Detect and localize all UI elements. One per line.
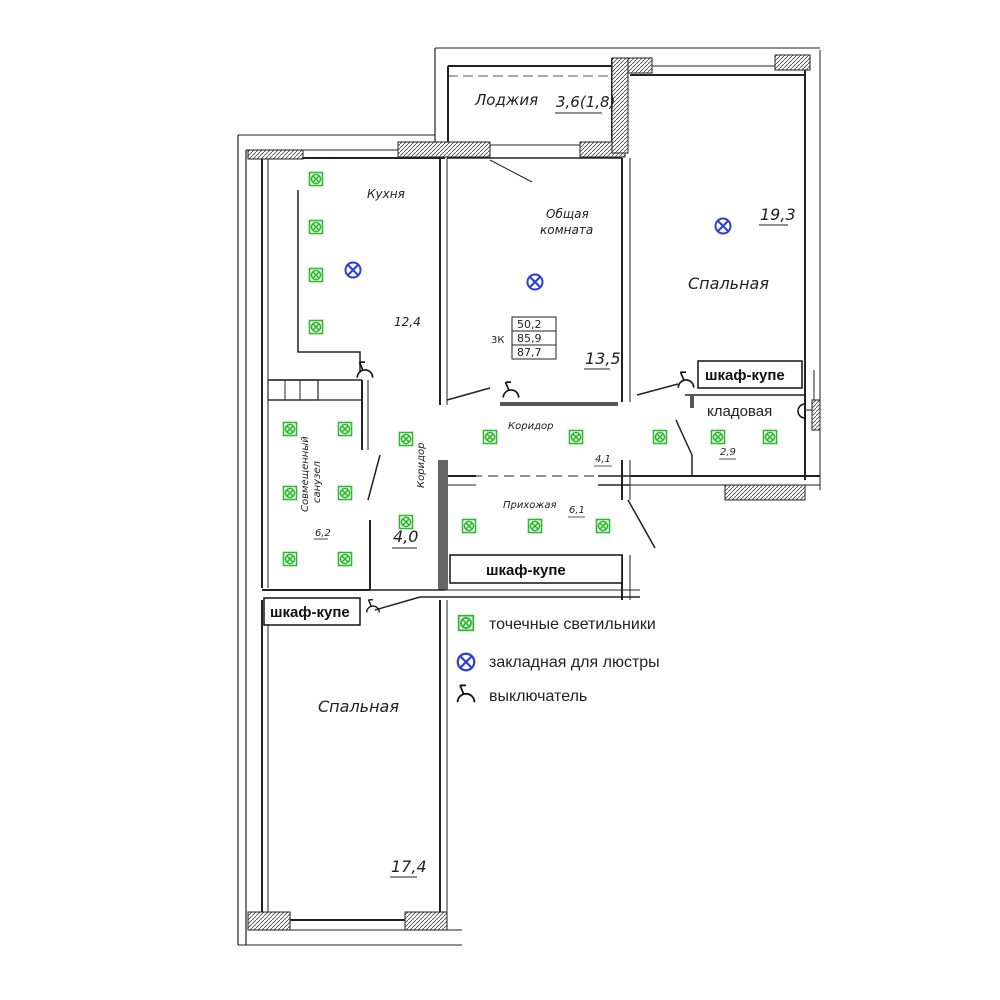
bathroom-area: 6,2 [315, 528, 331, 539]
hallway-name: Прихожая [503, 500, 557, 511]
loggia-name: Лоджия [474, 91, 538, 109]
spotlight-icon [595, 518, 611, 534]
common-room-area: 13,5 [585, 349, 621, 368]
legend-label: выключатель [489, 688, 587, 705]
chandelier-mount-icon [714, 217, 732, 235]
legend-item: точечные светильники [457, 614, 656, 633]
chandelier-mount-icon [456, 652, 476, 672]
spotlight-icon [337, 551, 353, 567]
apartment-value-1: 50,2 [517, 318, 542, 331]
bedroom-bottom-area: 17,4 [391, 857, 427, 876]
spotlight-icon [308, 267, 324, 283]
corridor-side-area: 4,0 [393, 527, 418, 546]
pantry-area: 2,9 [720, 447, 736, 458]
apartment-value-3: 87,7 [517, 346, 542, 359]
spotlight-icon [568, 429, 584, 445]
bedroom-bottom-name: Спальная [318, 697, 399, 716]
chandelier-mount-icon [344, 261, 362, 279]
spotlight-icon [337, 421, 353, 437]
switch-icon [502, 381, 520, 399]
corridor-side-name: Коридор [416, 443, 427, 488]
apartment-info-table: 3К 50,2 85,9 87,7 [491, 316, 557, 360]
spotlight-icon [398, 431, 414, 447]
wardrobe-labels: шкаф-купе шкаф-купе шкаф-купе [263, 360, 803, 626]
bathroom-name-1: Совмещенный [300, 436, 311, 512]
hallway-area: 6,1 [569, 505, 585, 516]
corridor-main-name: Коридор [508, 421, 553, 432]
switch-icon [366, 599, 380, 614]
spotlight-icon [282, 551, 298, 567]
switch-icon [456, 684, 476, 704]
bedroom-top-name: Спальная [688, 274, 769, 293]
spotlight-icon [457, 614, 475, 632]
chandelier-mounts [344, 217, 732, 291]
legend: точечные светильники закладная для люстр… [456, 614, 660, 705]
legend-item: закладная для люстры [456, 652, 660, 672]
chandelier-mount-icon [526, 273, 544, 291]
spotlight-icon [337, 485, 353, 501]
kitchen-name: Кухня [367, 187, 405, 201]
spotlight-icon [482, 429, 498, 445]
spotlight-icon [308, 171, 324, 187]
legend-item: выключатель [456, 684, 587, 705]
wardrobe-label: шкаф-купе [705, 367, 785, 384]
spotlight-icon [762, 429, 778, 445]
spotlight-icon [308, 319, 324, 335]
spotlight-icon [308, 219, 324, 235]
spotlight-icon [461, 518, 477, 534]
room-labels: Лоджия 3,6(1,8) Кухня 12,4 Общая комната… [300, 91, 796, 878]
spotlight-icon [282, 421, 298, 437]
switch-icon [677, 371, 695, 389]
corridor-main-area: 4,1 [595, 454, 611, 465]
legend-label: закладная для люстры [489, 654, 660, 671]
loggia-area: 3,6(1,8) [556, 93, 615, 111]
walls [237, 47, 821, 946]
spotlight-icon [652, 429, 668, 445]
bathroom-name-2: санузел [312, 460, 323, 503]
common-room-name-1: Общая [546, 207, 589, 221]
legend-label: точечные светильники [489, 616, 656, 633]
pantry-switch-icon [797, 403, 806, 419]
wardrobe-label: шкаф-купе [270, 604, 350, 621]
common-room-name-2: комната [540, 223, 593, 237]
wardrobe-label: шкаф-купе [486, 562, 566, 579]
spotlight-icon [710, 429, 726, 445]
kitchen-area: 12,4 [394, 315, 421, 329]
apartment-value-2: 85,9 [517, 332, 542, 345]
spotlight-icon [527, 518, 543, 534]
apartment-type: 3К [491, 335, 504, 346]
spotlight-icon [282, 485, 298, 501]
pantry-name: кладовая [707, 403, 772, 420]
bedroom-top-area: 19,3 [760, 205, 796, 224]
